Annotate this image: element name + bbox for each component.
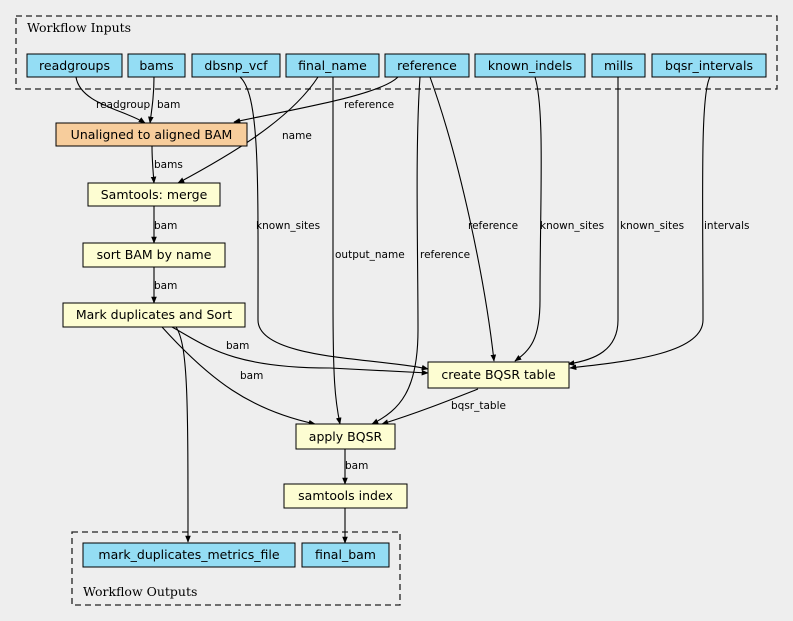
edge-label-reference-align: reference <box>344 99 394 111</box>
workflow-outputs-label: Workflow Outputs <box>83 584 197 599</box>
step-unaligned-to-aligned-bam-label: Unaligned to aligned BAM <box>71 127 233 142</box>
edge-label-bam-sort: bam <box>154 280 177 292</box>
edges <box>75 76 711 544</box>
input-final-name-label: final_name <box>298 58 367 73</box>
edge-label-reference-bqsr: reference <box>468 220 518 232</box>
edge-labels: readgroup bam reference name bams bam ba… <box>96 99 750 472</box>
input-reference-label: reference <box>397 58 457 73</box>
edge-known-indels-bqsr <box>514 76 542 362</box>
input-dbsnp-vcf[interactable]: dbsnp_vcf <box>191 53 281 78</box>
step-apply-bqsr-label: apply BQSR <box>309 429 383 444</box>
step-create-bqsr-table-label: create BQSR table <box>441 367 556 382</box>
edge-mills-bqsr <box>567 77 619 366</box>
step-samtools-index-label: samtools index <box>298 488 393 503</box>
step-sort-bam-by-name-label: sort BAM by name <box>97 247 212 262</box>
input-mills-label: mills <box>604 58 633 73</box>
edge-label-intervals: intervals <box>704 220 750 232</box>
input-mills[interactable]: mills <box>591 53 646 78</box>
step-unaligned-to-aligned-bam[interactable]: Unaligned to aligned BAM <box>55 122 248 147</box>
step-samtools-merge-label: Samtools: merge <box>101 187 208 202</box>
edge-label-known-sites-mills: known_sites <box>620 220 684 232</box>
workflow-outputs-cluster: Workflow Outputs <box>71 531 401 606</box>
edge-label-bam-input: bam <box>157 99 180 111</box>
workflow-inputs-label: Workflow Inputs <box>27 20 131 35</box>
input-readgroups[interactable]: readgroups <box>26 53 123 78</box>
edge-bams-align <box>148 76 155 124</box>
edge-reference-bqsr <box>429 76 497 362</box>
edge-readgroups-align <box>75 76 146 124</box>
edge-final-name-apply <box>332 77 342 425</box>
edge-label-bam-to-bqsr: bam <box>226 340 249 352</box>
edge-dbsnp-bqsr <box>239 76 429 371</box>
output-final-bam[interactable]: final_bam <box>301 542 390 568</box>
edge-label-bam-merge: bam <box>154 220 177 232</box>
input-bqsr-intervals-label: bqsr_intervals <box>665 58 753 73</box>
edge-intervals-bqsr <box>569 76 711 371</box>
input-bqsr-intervals[interactable]: bqsr_intervals <box>651 53 767 78</box>
step-apply-bqsr[interactable]: apply BQSR <box>295 423 396 450</box>
input-bams[interactable]: bams <box>127 53 186 78</box>
step-samtools-merge[interactable]: Samtools: merge <box>87 182 221 207</box>
edge-reference-align <box>233 76 399 124</box>
edge-label-name: name <box>282 130 312 142</box>
nodes: readgroups bams dbsnp_vcf final_name ref… <box>26 53 767 568</box>
edge-label-output-name: output_name <box>335 249 405 261</box>
edge-markdup-bqsr <box>171 326 429 376</box>
edge-label-bam-to-apply: bam <box>240 370 263 382</box>
edge-label-reference-apply: reference <box>420 249 470 261</box>
workflow-inputs-cluster: Workflow Inputs <box>15 15 778 90</box>
edge-final-name-merge <box>177 76 319 184</box>
step-samtools-index[interactable]: samtools index <box>283 483 408 509</box>
input-readgroups-label: readgroups <box>39 58 110 73</box>
edge-reference-apply <box>371 76 421 425</box>
output-final-bam-label: final_bam <box>315 547 376 562</box>
input-dbsnp-vcf-label: dbsnp_vcf <box>204 58 268 73</box>
output-mark-duplicates-metrics-file[interactable]: mark_duplicates_metrics_file <box>82 542 296 568</box>
edge-bqsr-apply <box>381 388 479 425</box>
edge-label-known-sites-indels: known_sites <box>540 220 604 232</box>
edge-label-bams: bams <box>154 159 183 171</box>
edge-markdup-apply <box>161 326 316 426</box>
step-mark-duplicates-and-sort-label: Mark duplicates and Sort <box>76 307 232 322</box>
edge-label-readgroup: readgroup <box>96 99 150 111</box>
input-bams-label: bams <box>139 58 173 73</box>
edge-markdup-metrics <box>175 326 191 543</box>
input-known-indels-label: known_indels <box>488 58 572 73</box>
edge-label-known-sites-dbsnp: known_sites <box>256 220 320 232</box>
step-mark-duplicates-and-sort[interactable]: Mark duplicates and Sort <box>62 302 246 328</box>
input-reference[interactable]: reference <box>384 53 470 78</box>
edge-label-bam-apply: bam <box>345 460 368 472</box>
edge-label-bqsr-table: bqsr_table <box>451 400 506 412</box>
output-mark-duplicates-metrics-file-label: mark_duplicates_metrics_file <box>98 547 279 562</box>
input-known-indels[interactable]: known_indels <box>474 53 586 78</box>
step-sort-bam-by-name[interactable]: sort BAM by name <box>82 242 226 268</box>
step-create-bqsr-table[interactable]: create BQSR table <box>427 361 570 389</box>
input-final-name[interactable]: final_name <box>285 53 380 78</box>
edge-align-merge <box>150 145 157 184</box>
